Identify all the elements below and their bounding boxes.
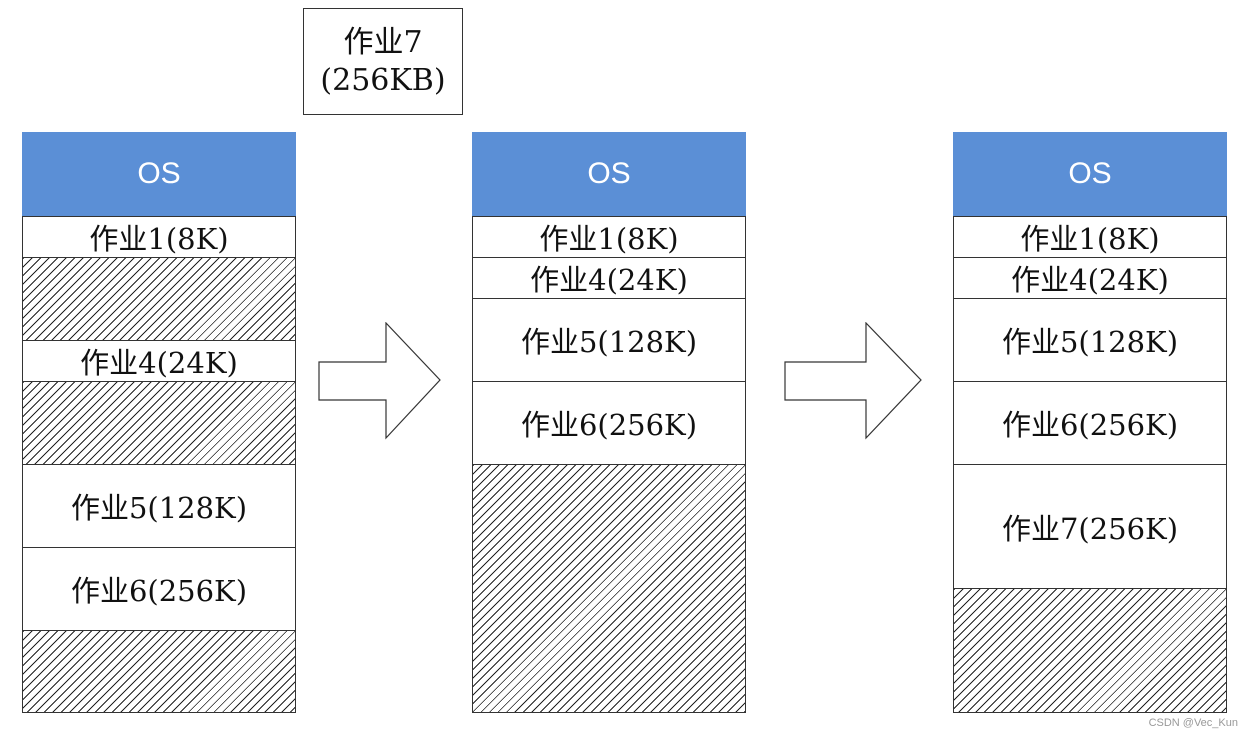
free-fragment [22, 257, 296, 341]
job4-block: 作业4(24K) [22, 340, 296, 382]
job1-block: 作业1(8K) [472, 216, 746, 258]
free-fragment [22, 630, 296, 713]
job4-block: 作业4(24K) [472, 257, 746, 299]
incoming-job-name: 作业7 [343, 24, 423, 60]
os-block: OS [472, 132, 746, 216]
right-arrow-icon [784, 322, 922, 440]
os-block: OS [22, 132, 296, 216]
job7-block: 作业7(256K) [953, 464, 1227, 589]
free-space [953, 588, 1227, 713]
job6-block: 作业6(256K) [22, 547, 296, 631]
job5-block: 作业5(128K) [953, 298, 1227, 382]
incoming-job-box: 作业7 (256KB) [303, 8, 463, 115]
watermark: CSDN @Vec_Kun [1148, 717, 1238, 729]
job6-block: 作业6(256K) [953, 381, 1227, 465]
job6-block: 作业6(256K) [472, 381, 746, 465]
job1-block: 作业1(8K) [953, 216, 1227, 258]
job5-block: 作业5(128K) [472, 298, 746, 382]
incoming-job-size: (256KB) [320, 62, 446, 98]
free-space [472, 464, 746, 713]
job4-block: 作业4(24K) [953, 257, 1227, 299]
job1-block: 作业1(8K) [22, 216, 296, 258]
free-fragment [22, 381, 296, 465]
os-block: OS [953, 132, 1227, 216]
right-arrow-icon [318, 322, 441, 440]
job5-block: 作业5(128K) [22, 464, 296, 548]
